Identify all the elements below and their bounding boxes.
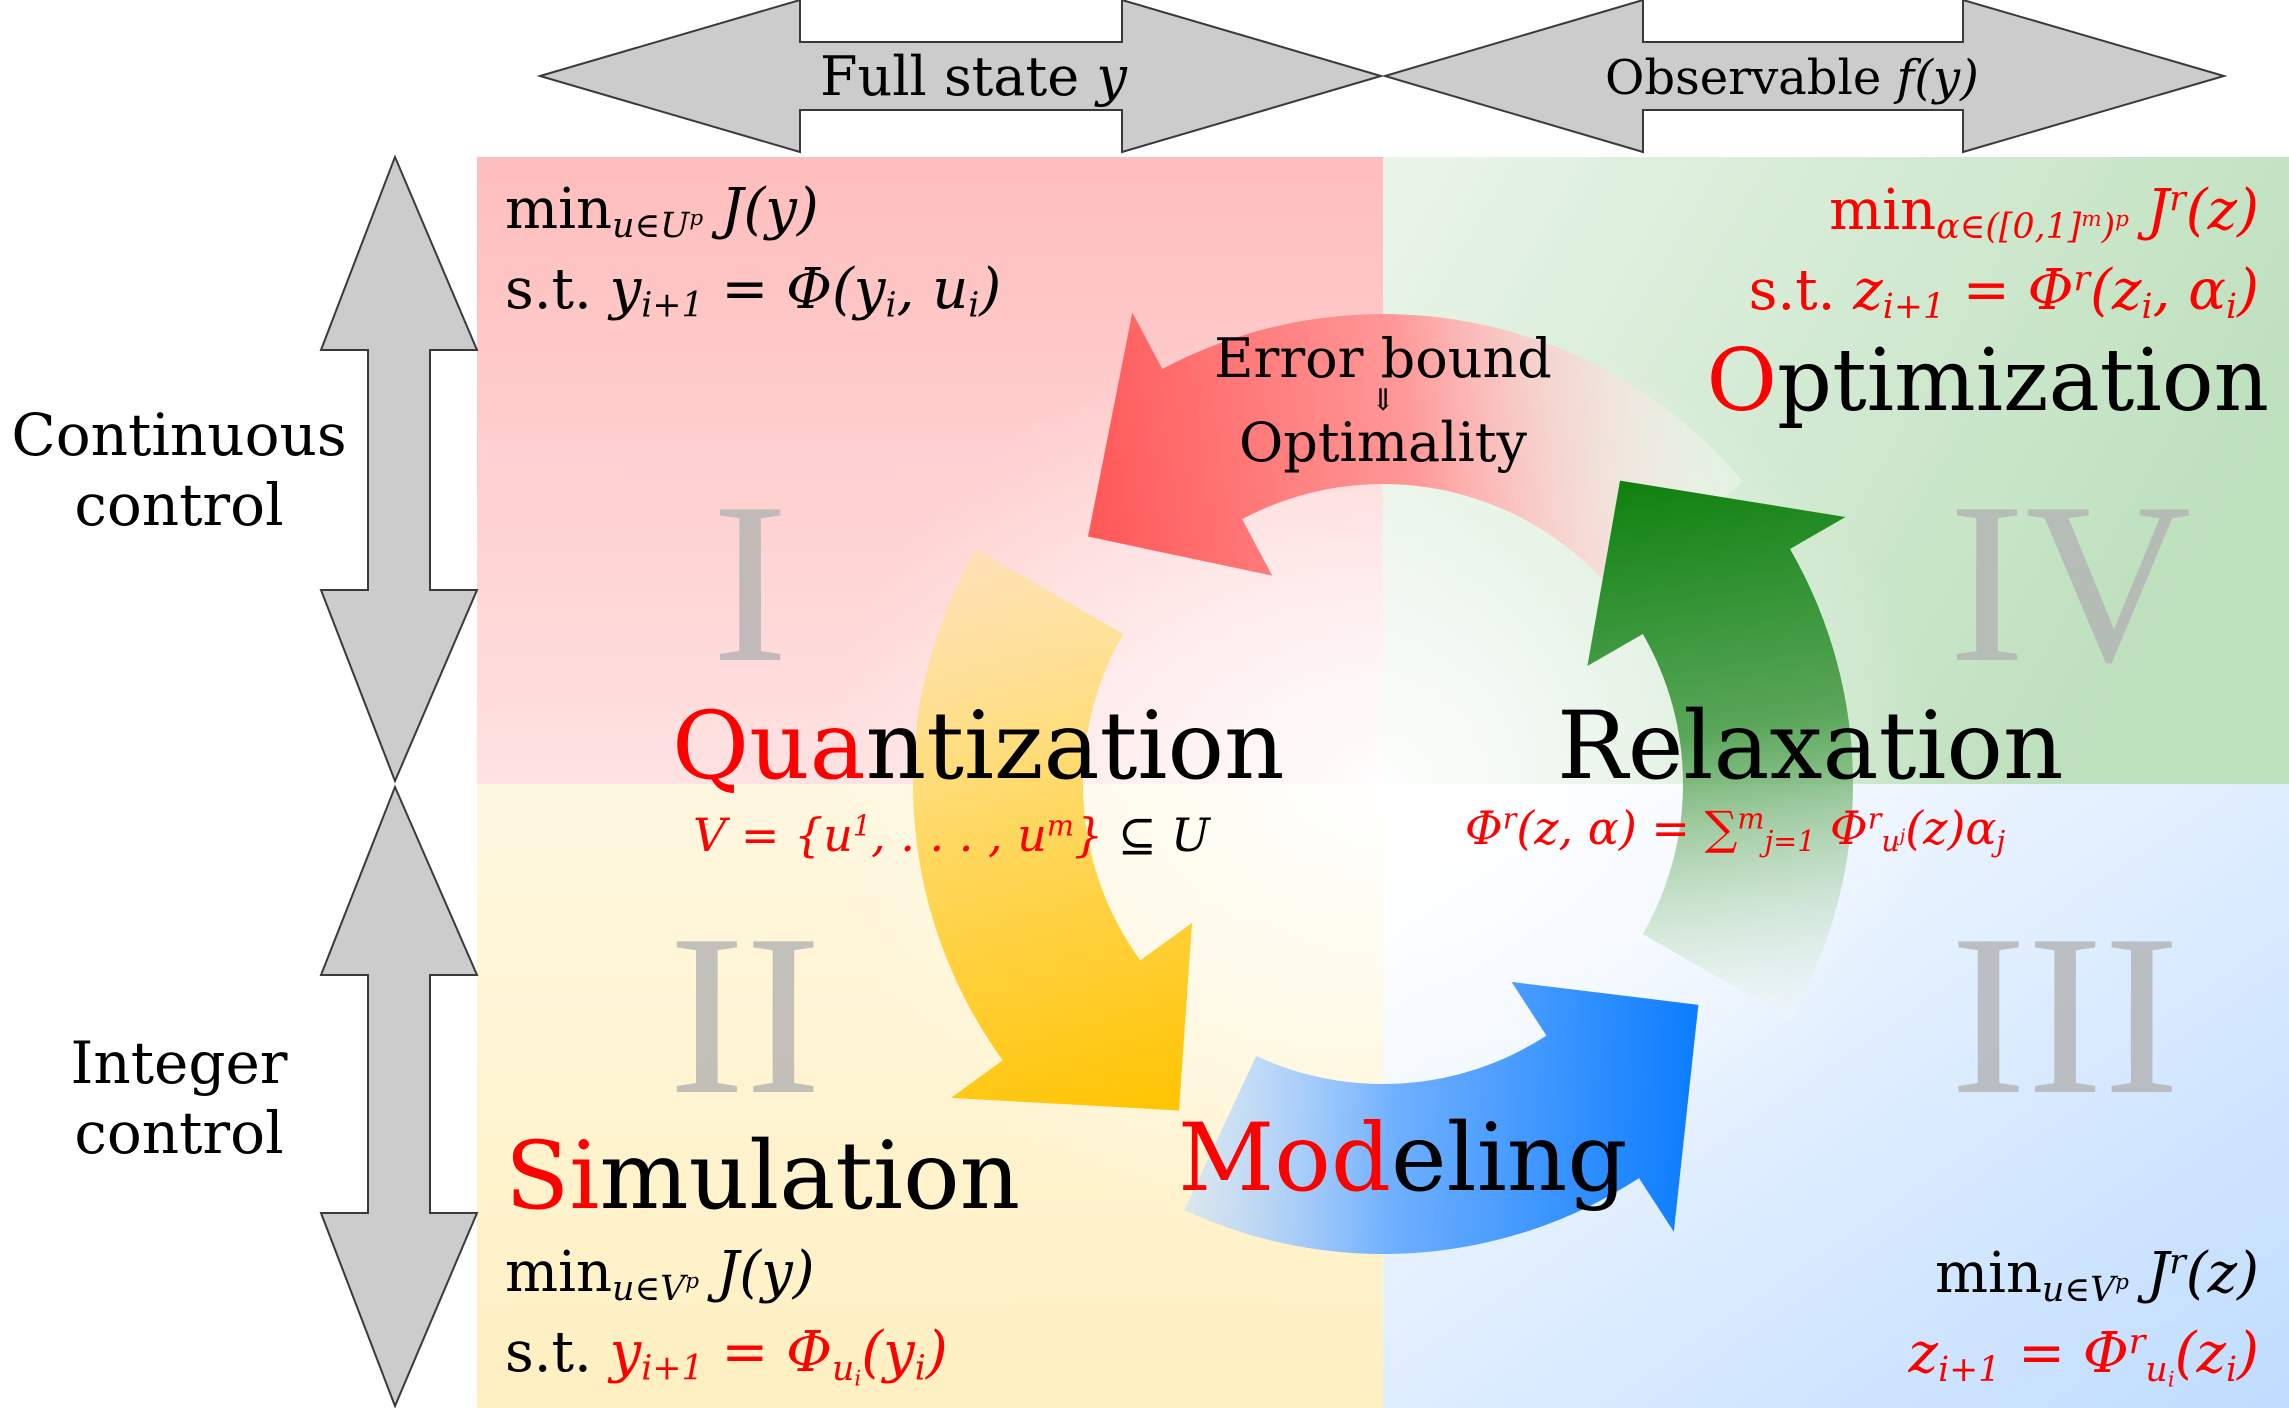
optimization-title: Optimization: [1706, 331, 2270, 431]
q3-objective: minu∈Vp Jr(z): [1934, 1241, 2259, 1310]
q1-objective: minu∈Up J(y): [505, 177, 819, 246]
full-state-label: Full state y: [820, 45, 1127, 108]
modeling-title: Modeling: [1178, 1104, 1628, 1213]
observable-label: Observable f(y): [1605, 50, 1979, 106]
q2-objective: minu∈Vp J(y): [505, 1240, 815, 1309]
optimality-label: Optimality: [1239, 411, 1527, 474]
continuous-control-arrow: [319, 154, 479, 784]
integer-control-arrow: [319, 784, 479, 1408]
numeral-ii: II: [668, 887, 822, 1142]
implies-arrow: ⇓: [1370, 383, 1396, 418]
simulation-title: Simulation: [505, 1122, 1021, 1231]
numeral-iii: III: [1950, 887, 2180, 1142]
q2-constraint: s.t. yi+1 = Φui(yi): [505, 1320, 948, 1392]
quantization-set-formula: V = {u1, . . . , um} ⊆ U: [693, 808, 1210, 862]
observable-arrow: [1381, 0, 2228, 154]
error-bound-arrow: [1088, 312, 1744, 592]
quantization-arrow: [913, 549, 1193, 1111]
full-state-arrow: [536, 0, 1385, 154]
q4-constraint: s.t. zi+1 = Φr(zi, αi): [1748, 258, 2259, 327]
relaxation-title: Relaxation: [1557, 692, 2064, 801]
integer-control-label: Integer control: [70, 1029, 288, 1167]
error-bound-label: Error bound: [1214, 327, 1552, 390]
q3-constraint: zi+1 = Φrui(zi): [1908, 1321, 2259, 1393]
continuous-control-label: Continuous control: [11, 401, 347, 539]
quantization-title: Quantization: [672, 692, 1285, 801]
numeral-iv: IV: [1948, 455, 2192, 710]
relaxation-arrow: [1587, 480, 1853, 1019]
q1-constraint: s.t. yi+1 = Φ(yi, ui): [505, 257, 1002, 326]
q4-objective: minα∈([0,1]m)p Jr(z): [1829, 178, 2259, 247]
numeral-i: I: [711, 455, 789, 710]
modeling-arrow: [1184, 981, 1699, 1254]
relaxation-sum-formula: Φr(z, α) = ∑mj=1 Φruj(z)αj: [1465, 801, 2006, 859]
